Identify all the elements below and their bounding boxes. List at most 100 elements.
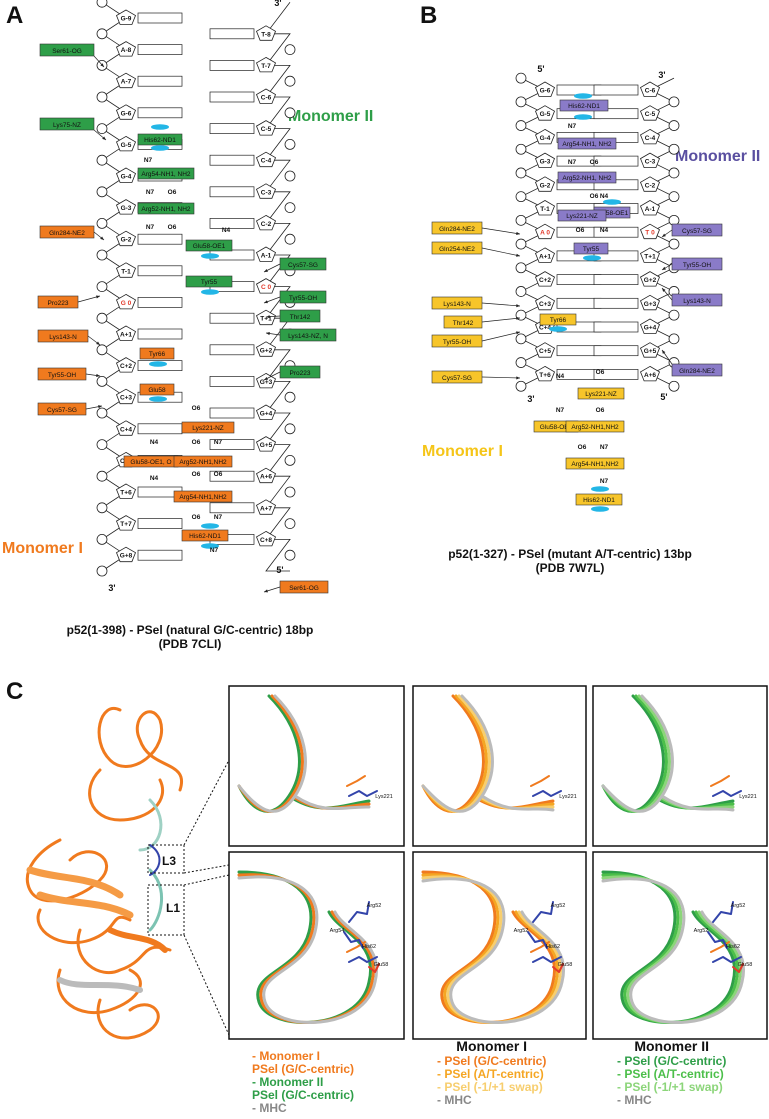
- panel-b-monomer-i: Monomer I: [422, 443, 503, 460]
- side-chain-stick: [348, 790, 378, 797]
- right-base-label: G+4: [644, 325, 657, 332]
- atom-label: N4: [600, 193, 609, 200]
- beta-strand: [36, 891, 134, 919]
- contact-arrow-head: [662, 350, 666, 354]
- backbone-trace: [601, 694, 735, 813]
- box-b-tyr66-text: Tyr66: [550, 317, 567, 324]
- right-phosphate: [284, 202, 296, 214]
- legend3-title: Monomer II: [634, 1038, 710, 1054]
- side-chain-stick: [348, 956, 378, 963]
- right-base-pentagon: [640, 318, 660, 334]
- right-base-pentagon: [256, 214, 276, 231]
- left-base-pentagon: [535, 152, 555, 169]
- side-chain-stick: [527, 931, 548, 949]
- water-ellipse: [149, 361, 167, 367]
- left-base-label: A+1: [120, 332, 132, 339]
- box-lys143-nz-n-text: Lys143-NZ, N: [288, 333, 328, 340]
- left-base-label: G-4: [540, 135, 551, 142]
- left-base-pentagon: [116, 41, 136, 57]
- left-base-pentagon: [116, 325, 136, 341]
- atom-label: N7: [214, 439, 223, 446]
- water-ellipse: [591, 506, 609, 512]
- right-base-label: G+5: [260, 442, 273, 449]
- left-base-block: [137, 328, 183, 340]
- atom-label: O6: [578, 444, 587, 451]
- protein-ribbon: [56, 968, 142, 1015]
- left-phosphate: [515, 167, 527, 179]
- box-b-tyr55-oh-text: Tyr55-OH: [683, 262, 711, 269]
- right-base-label: T 0: [645, 230, 655, 237]
- box-arg54-b: [173, 490, 233, 503]
- zoom-panel: [592, 851, 768, 1040]
- right-base-label: A-1: [645, 206, 656, 213]
- right-base-block: [593, 84, 639, 96]
- contact-arrow-head: [96, 341, 100, 345]
- box-arg52: [137, 202, 195, 215]
- box-lys221-nz-text: Lys221-NZ: [192, 425, 224, 432]
- box-tyr66: [139, 347, 175, 360]
- atom-label: O6: [590, 159, 599, 166]
- left-base-pentagon: [116, 199, 136, 215]
- panel-b-caption-line2: (PDB 7W7L): [535, 561, 605, 575]
- box-b-glu58-oe1-text: Glu58-OE1: [540, 424, 573, 431]
- water-ellipse: [603, 199, 621, 205]
- zoom-panel: [412, 851, 587, 1040]
- box-glu58-oe1-o-text: Glu58-OE1, O: [130, 459, 171, 466]
- legend3-line: - PSel (G/C-centric): [617, 1054, 727, 1068]
- left-base-pentagon: [535, 342, 555, 358]
- left-base-label: T-1: [121, 268, 131, 275]
- left-base-label: T-1: [540, 206, 550, 213]
- beta-strand: [26, 866, 124, 899]
- right-base-pentagon: [640, 152, 660, 169]
- left-phosphate: [96, 312, 108, 324]
- right-base-pentagon: [256, 120, 276, 136]
- box-b-lys221-nz-text: Lys221-NZ: [585, 391, 617, 398]
- left-phosphate: [96, 565, 108, 577]
- right-base-block: [209, 470, 255, 482]
- residue-label: Arg54: [330, 928, 345, 934]
- left-base-label: C+2: [539, 277, 551, 284]
- box-lys75-nz-text: Lys75-NZ: [53, 122, 81, 129]
- right-base-pentagon: [256, 372, 276, 389]
- atom-label: N7: [568, 123, 577, 130]
- water-ellipse: [549, 326, 567, 332]
- left-base-block: [137, 233, 183, 245]
- right-phosphate: [668, 238, 680, 250]
- contact-arrow-head: [264, 589, 268, 593]
- left-phosphate: [96, 154, 108, 166]
- residue-label: His62: [546, 944, 560, 950]
- box-arg54: [137, 167, 195, 180]
- right-base-label: C-5: [261, 126, 272, 133]
- atom-label: O6: [168, 189, 177, 196]
- left-base-pentagon: [116, 357, 136, 373]
- panel-a-caption: p52(1-398) - PSel (natural G/C-centric) …: [40, 623, 340, 651]
- side-chain-stick: [710, 775, 730, 787]
- left-base-label: C+5: [539, 348, 551, 355]
- left-phosphate: [515, 72, 527, 84]
- right-base-label: C-6: [645, 88, 656, 95]
- residue-label: Arg52: [551, 903, 566, 909]
- left-phosphate: [96, 502, 108, 514]
- residue-label: Lys221: [375, 794, 393, 800]
- left-base-block: [137, 297, 183, 308]
- zoom-panel: [412, 685, 587, 847]
- right-base-pentagon: [256, 404, 276, 420]
- box-arg52-b-text: Arg52-NH1,NH2: [179, 459, 227, 466]
- right-phosphate: [284, 44, 296, 55]
- right-base-label: G+2: [644, 277, 657, 284]
- box-b-his62-nd1-text: His62-ND1: [568, 103, 600, 110]
- right-backbone: [265, 1, 291, 572]
- protein-ribbon: [97, 706, 184, 792]
- right-base-pentagon: [256, 341, 276, 357]
- right-phosphate: [668, 191, 680, 203]
- box-thr142-text: Thr142: [290, 314, 311, 321]
- right-base-label: T+1: [260, 316, 272, 323]
- left-phosphate: [515, 262, 527, 274]
- backbone-trace: [421, 870, 557, 1024]
- right-base-label: C-3: [261, 189, 272, 196]
- right-phosphate: [284, 138, 296, 150]
- left-base-pentagon: [116, 135, 136, 152]
- side-chain-stick: [732, 963, 744, 973]
- right-base-label: G+4: [260, 411, 273, 418]
- right-phosphate: [284, 518, 296, 529]
